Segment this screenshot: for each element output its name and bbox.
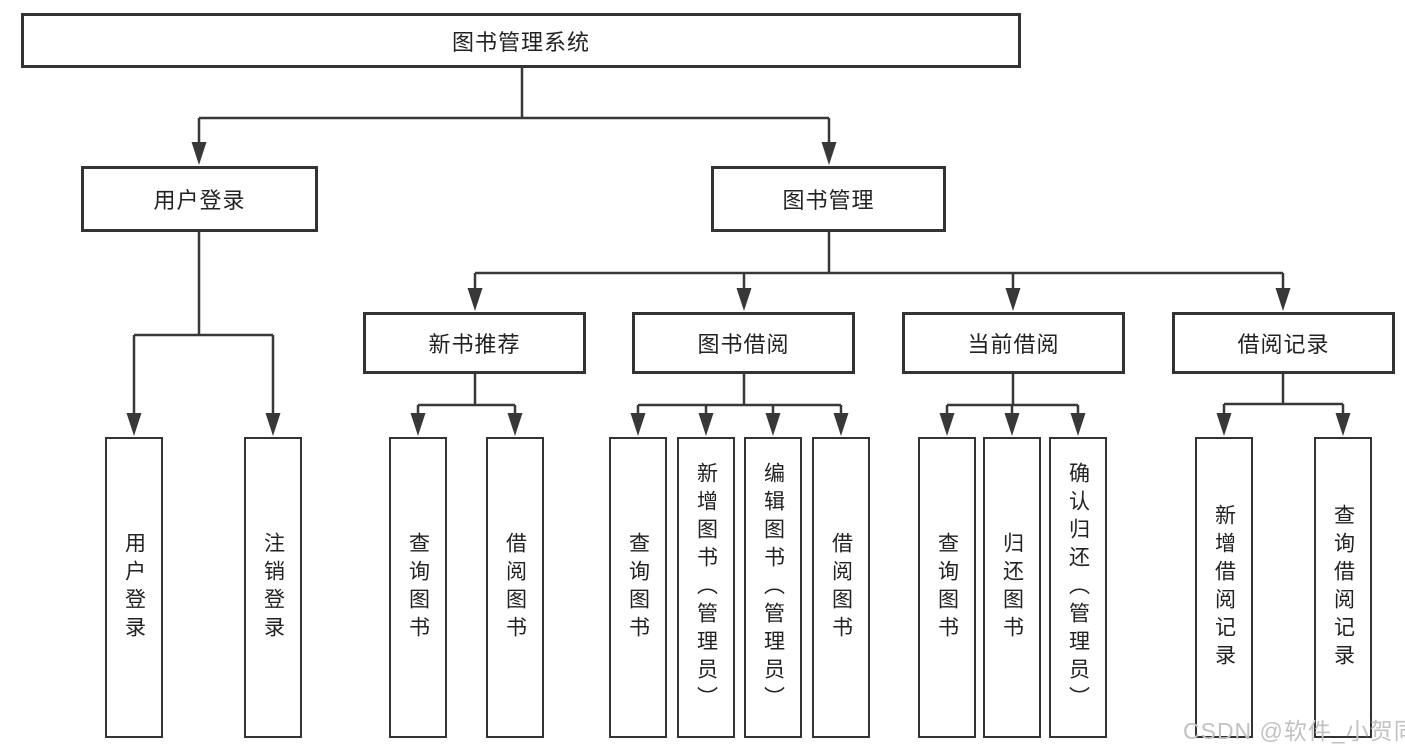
watermark: CSDN @软件_小贺同学 <box>1183 718 1405 744</box>
arrow-icon <box>736 288 752 311</box>
leaf-edit-books-admin-label: 编辑图书（管理员） <box>761 461 785 714</box>
leaf-recommend-borrow-books-label: 借阅图书 <box>503 531 527 644</box>
arrow-icon <box>1216 413 1232 436</box>
arrow-icon <box>1004 413 1020 436</box>
node-root: 图书管理系统 <box>21 13 1021 68</box>
arrow-icon <box>191 142 207 165</box>
leaf-add-borrow-record-label: 新增借阅记录 <box>1212 503 1236 672</box>
node-book-borrow-label: 图书借阅 <box>697 332 790 357</box>
arrow-icon <box>410 413 426 436</box>
arrow-icon <box>833 413 849 436</box>
leaf-add-books-admin-label: 新增图书（管理员） <box>694 461 718 714</box>
node-current-borrow-label: 当前借阅 <box>967 332 1060 357</box>
connector-current-borrow-children <box>945 374 1080 419</box>
connector-book-borrow-children <box>636 374 843 419</box>
node-root-label: 图书管理系统 <box>451 29 590 55</box>
leaf-confirm-return-admin-label: 确认归还（管理员） <box>1066 461 1090 714</box>
leaf-borrow-books: 借阅图书 <box>812 437 870 738</box>
leaf-edit-books-admin: 编辑图书（管理员） <box>744 437 802 738</box>
node-book-borrow: 图书借阅 <box>632 312 855 374</box>
arrow-icon <box>1070 413 1086 436</box>
node-user-login-label: 用户登录 <box>153 188 246 213</box>
arrow-icon <box>939 413 955 436</box>
arrow-icon <box>467 288 483 311</box>
arrow-icon <box>1005 288 1021 311</box>
leaf-recommend-borrow-books: 借阅图书 <box>486 437 544 738</box>
leaf-return-books: 归还图书 <box>983 437 1041 738</box>
node-new-book-recommend-label: 新书推荐 <box>428 332 521 357</box>
arrow-icon <box>630 413 646 436</box>
node-borrow-records-label: 借阅记录 <box>1237 332 1330 357</box>
arrow-icon <box>698 413 714 436</box>
arrow-icon <box>1335 413 1351 436</box>
leaf-query-borrow-record: 查询借阅记录 <box>1314 437 1372 738</box>
leaf-recommend-query-books: 查询图书 <box>389 437 447 738</box>
node-current-borrow: 当前借阅 <box>902 312 1125 374</box>
node-book-management: 图书管理 <box>711 166 946 232</box>
connector-user-login-children <box>132 232 275 419</box>
connector-new-book-children <box>416 374 517 419</box>
leaf-add-borrow-record: 新增借阅记录 <box>1195 437 1253 738</box>
arrow-icon <box>265 413 281 436</box>
leaf-query-borrow-record-label: 查询借阅记录 <box>1331 503 1355 672</box>
leaf-current-query-books-label: 查询图书 <box>935 531 959 644</box>
leaf-return-books-label: 归还图书 <box>1000 531 1024 644</box>
arrow-icon <box>765 413 781 436</box>
leaf-add-books-admin: 新增图书（管理员） <box>677 437 735 738</box>
arrow-icon <box>126 413 142 436</box>
leaf-logout: 注销登录 <box>244 437 302 738</box>
leaf-borrow-query-books-label: 查询图书 <box>626 531 650 644</box>
leaf-current-query-books: 查询图书 <box>918 437 976 738</box>
leaf-confirm-return-admin: 确认归还（管理员） <box>1049 437 1107 738</box>
leaf-logout-label: 注销登录 <box>261 531 285 644</box>
node-user-login: 用户登录 <box>81 166 318 232</box>
arrow-icon <box>507 413 523 436</box>
connector-root-to-level2 <box>197 68 831 146</box>
arrow-icon <box>821 142 837 165</box>
leaf-borrow-query-books: 查询图书 <box>609 437 667 738</box>
connector-borrow-records-children <box>1222 374 1345 419</box>
arrow-icon <box>1275 288 1291 311</box>
node-borrow-records: 借阅记录 <box>1172 312 1395 374</box>
connector-book-management-children <box>473 232 1285 294</box>
node-book-management-label: 图书管理 <box>782 188 875 213</box>
leaf-borrow-books-label: 借阅图书 <box>829 531 853 644</box>
node-new-book-recommend: 新书推荐 <box>363 312 586 374</box>
leaf-recommend-query-books-label: 查询图书 <box>406 531 430 644</box>
leaf-user-login-label: 用户登录 <box>122 531 146 644</box>
leaf-user-login: 用户登录 <box>105 437 163 738</box>
